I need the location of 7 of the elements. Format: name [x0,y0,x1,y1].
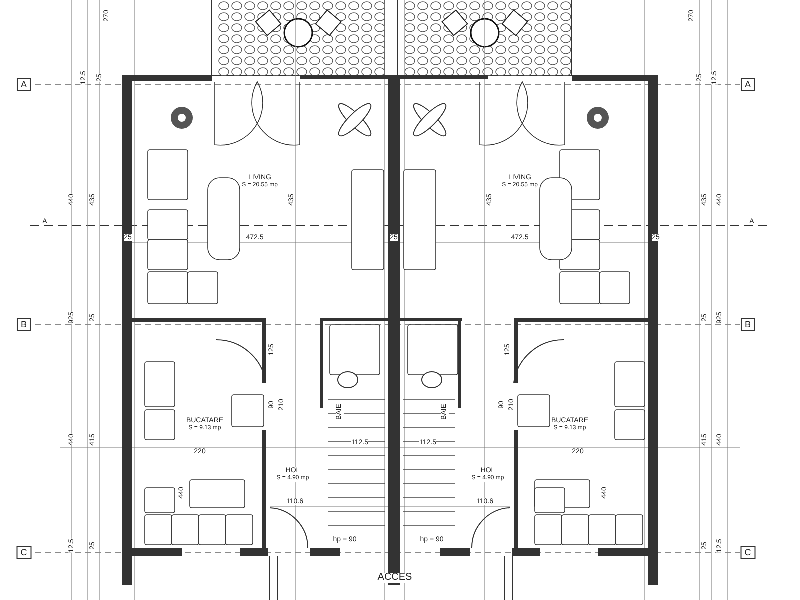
grid-axis-marker: B [17,318,31,332]
grid-axis-marker: A [17,78,31,92]
grid-axis-marker: C [740,546,756,560]
grid-axis-marker: C [16,546,32,560]
grid-axis-marker: A [741,78,755,92]
grid-axis-marker: B [741,318,755,332]
entrance-label: ACCES [378,573,412,583]
